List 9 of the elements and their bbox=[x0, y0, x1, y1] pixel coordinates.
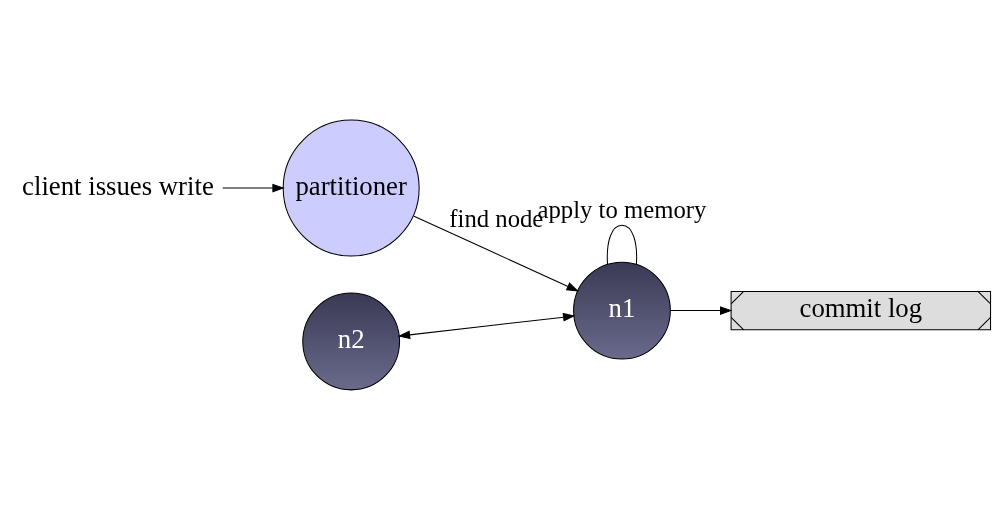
arrow bbox=[221, 183, 285, 193]
arrow bbox=[397, 312, 575, 340]
arrow bbox=[669, 306, 732, 315]
arrow bbox=[412, 215, 579, 292]
node-circle: n2 bbox=[301, 292, 400, 391]
connector bbox=[606, 224, 637, 265]
node-text: client issues write bbox=[21, 170, 214, 201]
node-circle: partitioner bbox=[282, 119, 420, 257]
node-circle: n1 bbox=[572, 261, 671, 360]
